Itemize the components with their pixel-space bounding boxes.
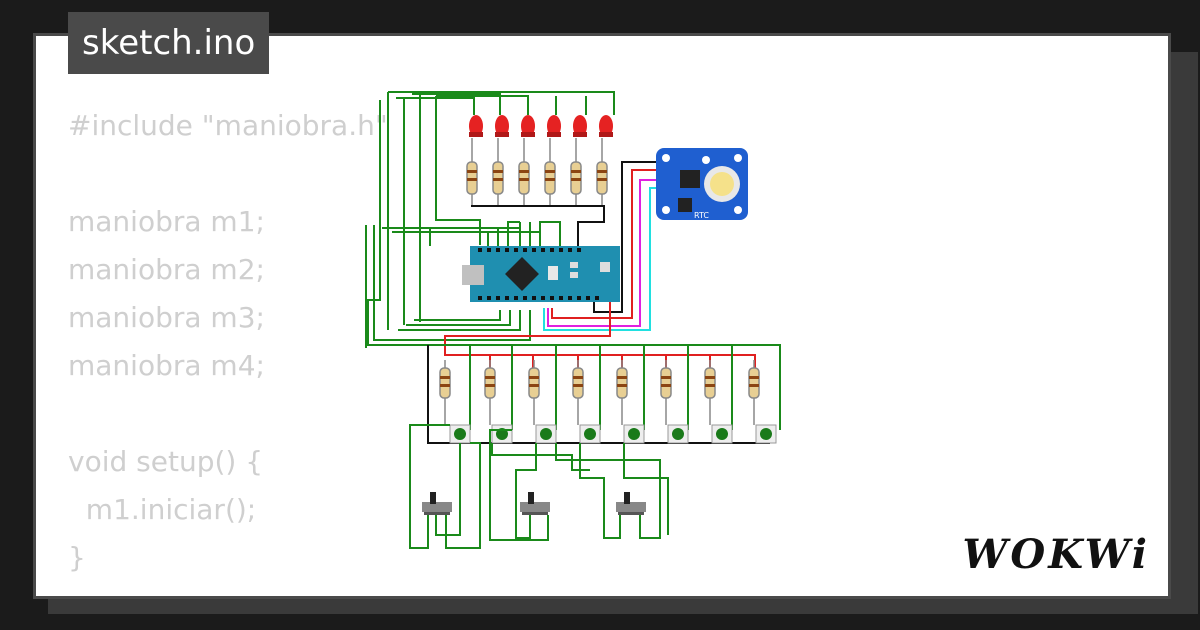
wokwi-logo[interactable]: WOKWi [962,531,1150,578]
push-buttons [449,424,777,444]
led [521,115,535,137]
switch-wires [409,424,669,549]
arduino-nano [462,246,620,302]
led-ground-wire [471,205,605,246]
led [495,115,509,137]
code-line: maniobra m3; [68,301,265,334]
push-button [623,424,645,444]
filename-tab[interactable]: sketch.ino [68,12,270,74]
push-button [711,424,733,444]
slide-switch [520,492,550,515]
code-preview: #include "maniobra.h" maniobra m1; maniobr… [68,102,388,582]
push-button [491,424,513,444]
code-line: m1.iniciar(); [68,493,257,526]
push-button [449,424,471,444]
usb-port [462,265,484,285]
led [573,115,587,137]
slide-switch [422,492,452,515]
rtc-wires [543,161,662,331]
code-line: maniobra m1; [68,205,265,238]
led-row [469,115,613,137]
slide-switches [422,492,646,515]
led-wires [365,91,615,348]
button-resistors [439,360,760,425]
rtc-module: RTC DS1307 [656,148,748,228]
led [469,115,483,137]
code-line: maniobra m2; [68,253,265,286]
push-button [755,424,777,444]
code-line: #include "maniobra.h" [68,109,388,142]
code-line: } [68,541,86,574]
led [547,115,561,137]
code-line: void setup() { [68,445,264,478]
rtc-chip-label: DS1307 [692,222,712,228]
led-resistors [466,138,608,205]
button-ground-wire [427,345,770,444]
push-button [579,424,601,444]
rtc-label: RTC [694,211,709,220]
slide-switch [616,492,646,515]
code-line: maniobra m4; [68,349,265,382]
push-button [535,424,557,444]
push-button [667,424,689,444]
led [599,115,613,137]
